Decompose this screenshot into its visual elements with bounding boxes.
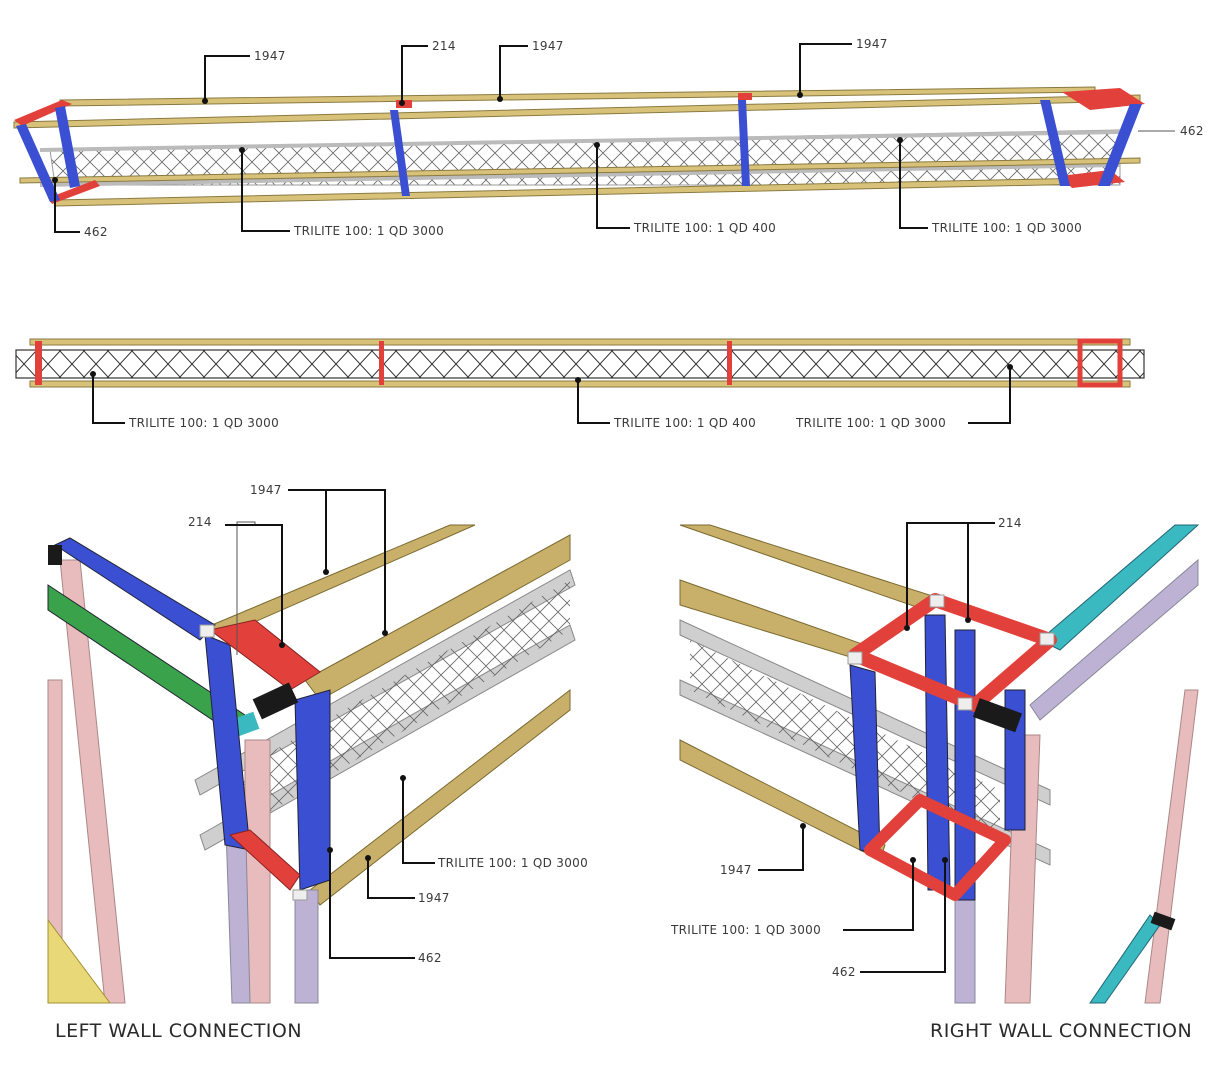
label-left-1947: 1947 xyxy=(250,483,282,497)
gold-beam-side-top xyxy=(29,338,1131,346)
label-truss-top-right: TRILITE 100: 1 QD 3000 xyxy=(931,221,1082,235)
teal-cap xyxy=(232,711,260,737)
label-1947-a: 1947 xyxy=(254,49,286,63)
left-wall-caption: LEFT WALL CONNECTION xyxy=(55,1020,302,1042)
blue-post-mid-1 xyxy=(390,110,410,196)
red-post-side-mid1 xyxy=(379,341,384,385)
yellow-frame xyxy=(47,918,111,1004)
label-right-truss: TRILITE 100: 1 QD 3000 xyxy=(670,923,821,937)
blue-post xyxy=(924,614,951,891)
blue-post xyxy=(954,629,976,901)
black-cap-small xyxy=(1150,911,1176,931)
lavender-beam xyxy=(1029,558,1199,721)
label-truss-top-left: TRILITE 100: 1 QD 3000 xyxy=(293,224,444,238)
pink-post xyxy=(59,559,126,1004)
teal-beam xyxy=(1039,524,1200,651)
red-bottom-frame xyxy=(864,794,1011,901)
red-frame-right xyxy=(1062,88,1145,110)
label-left-462: 462 xyxy=(418,951,442,965)
truss-side xyxy=(15,349,1145,379)
label-left-214: 214 xyxy=(188,515,212,529)
lavender-post xyxy=(294,889,319,1004)
blue-post-left-1 xyxy=(16,124,60,202)
blue-post-right-2 xyxy=(1098,104,1142,186)
truss-chord xyxy=(39,163,1121,187)
label-462-left: 462 xyxy=(84,225,108,239)
right-wall-detail: 214 1947 TRILITE 100: 1 QD 3000 462 RIGH… xyxy=(670,516,1200,1042)
label-truss-side-left: TRILITE 100: 1 QD 3000 xyxy=(128,416,279,430)
right-wall-caption: RIGHT WALL CONNECTION xyxy=(930,1020,1192,1042)
red-bottom-frame xyxy=(228,829,301,891)
top-perspective-view: 1947 214 1947 1947 462 462 TRILITE 100: … xyxy=(13,37,1204,239)
label-1947-b: 1947 xyxy=(532,39,564,53)
truss-chord xyxy=(39,130,1121,152)
label-left-truss: TRILITE 100: 1 QD 3000 xyxy=(437,856,588,870)
white-cap xyxy=(929,594,945,608)
blue-post-mid-2 xyxy=(738,100,750,186)
truss-tube xyxy=(194,569,576,796)
side-elevation-view: TRILITE 100: 1 QD 3000 TRILITE 100: 1 QD… xyxy=(15,338,1145,430)
label-left-1947-bottom: 1947 xyxy=(418,891,450,905)
label-truss-side-mid: TRILITE 100: 1 QD 400 xyxy=(613,416,756,430)
red-frame-left-bottom xyxy=(48,180,100,204)
red-post-side-left xyxy=(35,341,42,385)
gold-beam-bottom-back xyxy=(19,157,1141,184)
red-post-side-mid2 xyxy=(727,341,732,385)
white-cap xyxy=(1039,632,1055,646)
label-214: 214 xyxy=(432,39,456,53)
lavender-post xyxy=(954,899,976,1004)
blue-post-right-1 xyxy=(1040,100,1070,186)
blue-beam xyxy=(53,537,216,641)
label-right-1947: 1947 xyxy=(720,863,752,877)
black-connector xyxy=(252,682,299,720)
black-connector xyxy=(972,698,1023,733)
label-truss-side-right: TRILITE 100: 1 QD 3000 xyxy=(795,416,946,430)
label-462-right: 462 xyxy=(1180,124,1204,138)
label-truss-top-mid: TRILITE 100: 1 QD 400 xyxy=(633,221,776,235)
red-frame-left xyxy=(14,100,72,126)
white-cap xyxy=(199,624,215,638)
black-cap xyxy=(48,545,62,565)
label-right-462: 462 xyxy=(832,965,856,979)
white-cap xyxy=(847,651,863,665)
label-right-214: 214 xyxy=(998,516,1022,530)
red-top-frame xyxy=(848,593,1057,712)
blue-post-left-2 xyxy=(55,106,80,188)
left-wall-detail: 214 1947 TRILITE 100: 1 QD 3000 1947 462… xyxy=(47,483,588,1042)
white-cap xyxy=(957,697,973,711)
blue-post-right xyxy=(294,689,331,891)
label-1947-c: 1947 xyxy=(856,37,888,51)
white-cap xyxy=(292,889,308,901)
red-frame-side-right xyxy=(1077,338,1123,388)
red-connector-mid2 xyxy=(738,93,752,100)
blue-post-left xyxy=(204,634,251,851)
truss-web xyxy=(690,640,1000,840)
pink-post xyxy=(1144,689,1199,1004)
gold-beam-right xyxy=(304,534,571,701)
